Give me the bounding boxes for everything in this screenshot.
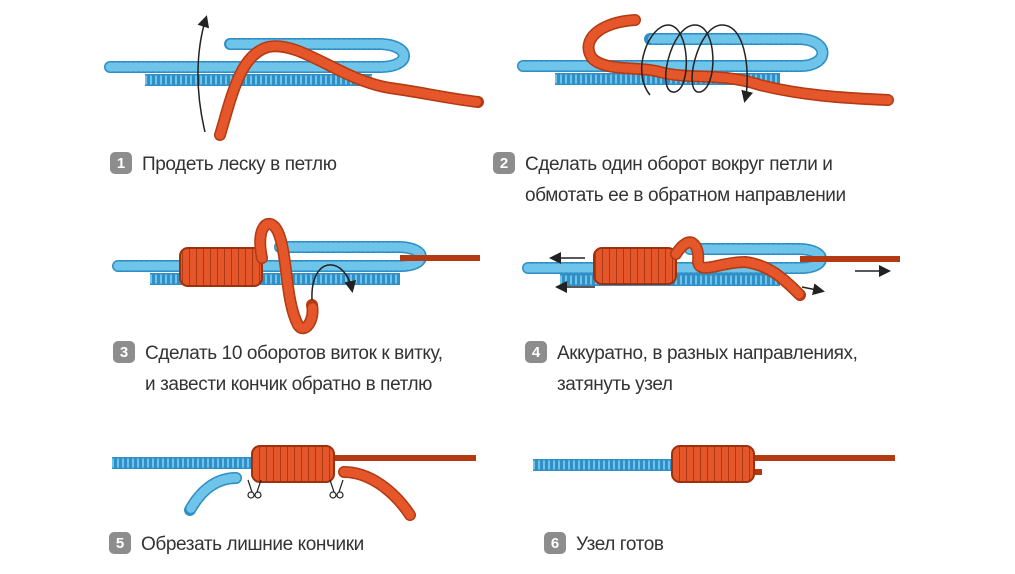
coil <box>593 247 677 285</box>
step-5-caption: 5 Обрезать лишние кончики <box>109 529 364 560</box>
arrow <box>311 264 357 301</box>
step-5-illustration <box>112 445 476 521</box>
blue-line <box>112 241 480 285</box>
step-1-caption: 1 Продеть леску в петлю <box>110 149 337 180</box>
caption-line: Сделать 10 оборотов виток к витку, <box>145 343 443 364</box>
step-2-illustration <box>517 14 894 106</box>
scissors-icon <box>329 479 344 499</box>
step-4-illustration <box>522 236 900 301</box>
orange-line <box>670 236 806 301</box>
caption-line: Продеть леску в петлю <box>142 154 337 175</box>
caption-line: затянуть узел <box>557 374 673 395</box>
blue-line <box>104 38 410 86</box>
orange-line <box>582 14 894 106</box>
scissors-icon <box>247 479 262 499</box>
coil <box>671 445 755 483</box>
caption-line: Обрезать лишние кончики <box>141 534 364 555</box>
coil <box>179 247 263 287</box>
caption-line: Аккуратно, в разных направлениях, <box>557 343 858 364</box>
caption-line: Узел готов <box>576 534 664 555</box>
step-number-badge: 1 <box>110 152 132 174</box>
step-6-caption: 6 Узел готов <box>544 529 664 560</box>
caption-line: и завести кончик обратно в петлю <box>145 374 433 395</box>
step-3-illustration <box>112 218 480 335</box>
step-number-badge: 4 <box>525 341 547 363</box>
step-6-illustration <box>533 445 895 483</box>
pull-arrows <box>549 252 891 296</box>
step-number-badge: 2 <box>493 152 515 174</box>
orange-line <box>214 40 484 141</box>
caption-line: обмотать ее в обратном направлении <box>525 185 846 206</box>
orange-line <box>254 218 319 335</box>
orange-tag-end <box>338 466 416 521</box>
step-4-caption: 4 Аккуратно, в разных направлениях, затя… <box>525 338 858 400</box>
step-3-caption: 3 Сделать 10 оборотов виток к витку, и з… <box>113 338 443 400</box>
coil <box>251 445 335 483</box>
step-1-illustration <box>104 15 484 141</box>
step-number-badge: 6 <box>544 532 566 554</box>
spiral-arrow <box>640 24 753 103</box>
caption-line: Сделать один оборот вокруг петли и <box>525 154 833 175</box>
step-number-badge: 3 <box>113 341 135 363</box>
blue-line <box>112 457 258 516</box>
step-number-badge: 5 <box>109 532 131 554</box>
arrow <box>197 15 210 133</box>
step-2-caption: 2 Сделать один оборот вокруг петли и обм… <box>493 149 846 211</box>
